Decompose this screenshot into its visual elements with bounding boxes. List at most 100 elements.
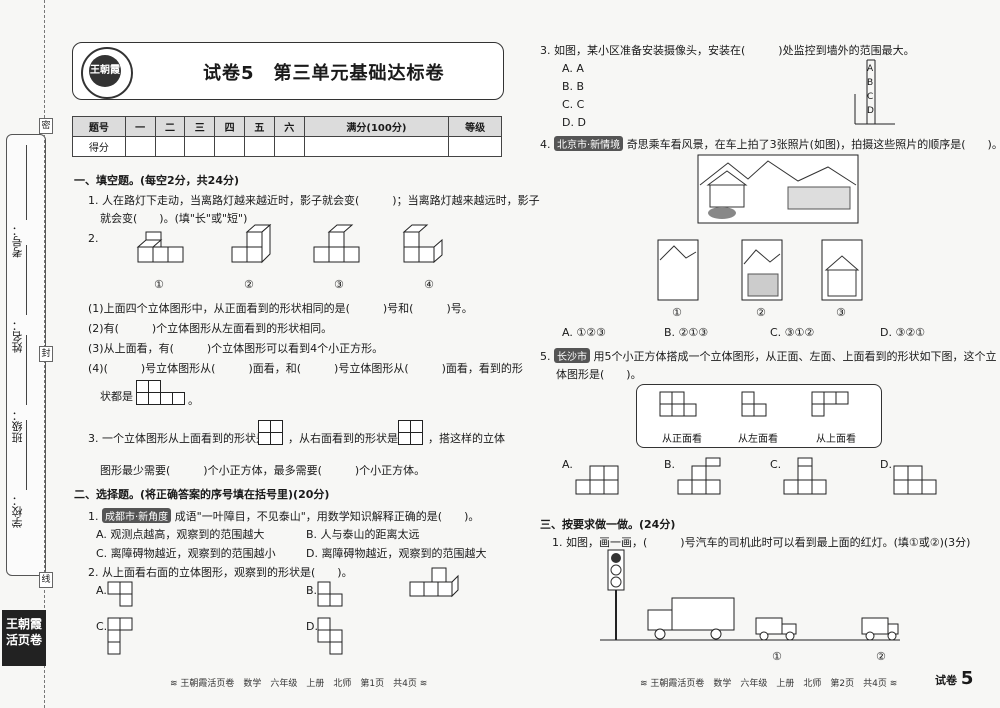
r-q3-opt-c: C. C xyxy=(562,98,585,111)
traffic-light-scene xyxy=(600,549,900,641)
s3-q1: 1. 如图，画一画，( )号汽车的司机此时可以看到最上面的红灯。(填①或②)(3… xyxy=(552,536,971,549)
r-q4-opt-c: C. ③①② xyxy=(770,326,815,339)
photo-label-1: ① xyxy=(672,306,682,319)
r-q5-b: 体图形是( )。 xyxy=(556,368,642,381)
s1-q3-c: ，搭这样的立体 xyxy=(428,432,505,445)
brand-badge: 王朝霞 活页卷 xyxy=(2,610,46,666)
photo-sequence xyxy=(657,239,863,301)
view-label-top: 从上面看 xyxy=(816,434,856,445)
r-q3-opt-b: B. B xyxy=(562,80,585,93)
school-line xyxy=(26,420,27,490)
car-label-1: ① xyxy=(772,650,782,663)
logo: 王朝霞 xyxy=(81,47,133,99)
brand-name: 王朝霞 xyxy=(5,617,42,631)
s1-q2-1: (1)上面四个立体图形中，从正面看到的形状相同的是( )号和( )号。 xyxy=(88,302,473,315)
s1-q1-line1: 1. 人在路灯下走动，当离路灯越来越近时，影子就会变( )；当离路灯越来越远时，… xyxy=(88,194,540,207)
s2-q2-opt-b: B. xyxy=(306,584,318,597)
class-line xyxy=(26,335,27,405)
car-label-2: ② xyxy=(876,650,886,663)
r-q3: 3. 如图，某小区准备安装摄像头，安装在( )处监控到墙外的范围最大。 xyxy=(540,44,915,57)
score-table: 题号 一 二 三 四 五 六 满分(100分) 等级 得分 xyxy=(72,116,502,157)
r-q5-opt-a: A. xyxy=(562,458,573,471)
r-q4: 4. 北京市·新情境 奇思乘车看风景，在车上拍了3张照片(如图)，拍摄这些照片的… xyxy=(540,136,1000,152)
s1-q3-d: 图形最少需要( )个小正方体，最多需要( )个小正方体。 xyxy=(100,464,426,477)
view-label-left: 从左面看 xyxy=(738,434,778,445)
s2-q1-text: 成语"一叶障目，不见泰山"，用数学知识解释正确的是( )。 xyxy=(174,510,480,523)
score-cell: 满分(100分) xyxy=(303,116,450,137)
region-tag: 长沙市 xyxy=(554,348,590,363)
region-tag: 成都市·新角度 xyxy=(102,508,172,523)
s2-q2: 2. 从上面看右面的立体图形，观察到的形状是( )。 xyxy=(88,566,353,579)
s2-q2-opt-a-shape xyxy=(107,581,133,607)
page-title: 试卷5 第三单元基础达标卷 xyxy=(203,63,445,84)
wall-camera-diagram xyxy=(854,59,895,125)
title-box: 王朝霞 试卷5 第三单元基础达标卷 xyxy=(72,42,504,100)
region-tag: 北京市·新情境 xyxy=(554,136,624,151)
figure-label-2: ② xyxy=(244,278,254,291)
score-cell: 二 xyxy=(154,116,186,137)
id-line xyxy=(26,145,27,220)
section3-heading: 三、按要求做一做。(24分) xyxy=(540,518,676,531)
s2-q1-opt-d: D. 离障碍物越近，观察到的范围越大 xyxy=(306,547,487,560)
view-cell xyxy=(410,432,423,445)
s2-q2-opt-d-shape xyxy=(317,617,343,655)
q5-option-solids xyxy=(575,457,937,495)
r-q3-opt-d: D. D xyxy=(562,116,586,129)
view-label-front: 从正面看 xyxy=(662,434,702,445)
figure-3 xyxy=(313,224,360,263)
s1-q2-2: (2)有( )个立体图形从左面看到的形状相同。 xyxy=(88,322,333,335)
score-cell[interactable] xyxy=(303,136,450,157)
photo-label-2: ② xyxy=(756,306,766,319)
mark-a: A xyxy=(867,64,874,74)
exam-number-badge: 试卷 5 xyxy=(935,668,973,689)
figure-2 xyxy=(231,223,272,264)
score-header-row: 题号 一 二 三 四 五 六 满分(100分) 等级 xyxy=(72,116,502,137)
r-q5-opt-d: D. xyxy=(880,458,892,471)
r-q5-opt-c: C. xyxy=(770,458,782,471)
score-cell: 五 xyxy=(244,116,275,137)
period: 。 xyxy=(188,394,199,407)
figure-label-3: ③ xyxy=(334,278,344,291)
seal-mark-mi: 密 xyxy=(39,118,53,134)
s2-q1-opt-b: B. 人与泰山的距离太远 xyxy=(306,528,420,541)
view-cell xyxy=(172,392,185,405)
r-q3-opt-a: A. A xyxy=(562,62,584,75)
badge-number: 5 xyxy=(960,668,974,689)
section2-heading: 二、选择题。(将正确答案的序号填在括号里)(20分) xyxy=(74,488,330,501)
s2-q2-opt-c: C. xyxy=(96,620,108,633)
name-line xyxy=(26,245,27,315)
mark-c: C xyxy=(867,92,874,102)
figure-label-1: ① xyxy=(154,278,164,291)
score-cell: 一 xyxy=(124,116,156,137)
score-cell[interactable] xyxy=(448,136,502,157)
footer-right: ≋ 王朝霞活页卷 数学 六年级 上册 北师 第2页 共4页 ≋ xyxy=(640,679,898,689)
s2-q1-opt-c: C. 离障碍物越近，观察到的范围越小 xyxy=(96,547,276,560)
s2-q2-opt-c-shape xyxy=(107,617,133,655)
brand-sub: 活页卷 xyxy=(5,633,42,647)
s1-q2-number: 2. xyxy=(88,232,99,245)
s1-q2-4: (4)( )号立体图形从( )面看，和( )号立体图形从( )面看，看到的形 xyxy=(88,362,523,375)
mark-d: D xyxy=(867,106,874,116)
view-cell xyxy=(270,432,283,445)
score-cell: 题号 xyxy=(72,116,126,137)
s1-q2-3: (3)从上面看，有( )个立体图形可以看到4个小正方形。 xyxy=(88,342,384,355)
s2-q2-solid xyxy=(409,567,459,598)
figure-label-4: ④ xyxy=(424,278,434,291)
figure-4 xyxy=(402,224,443,264)
mark-b: B xyxy=(867,78,874,88)
s2-q1: 1. 成都市·新角度 成语"一叶障目，不见泰山"，用数学知识解释正确的是( )。 xyxy=(88,508,480,523)
s2-q2-opt-b-shape xyxy=(317,581,343,607)
photo-label-3: ③ xyxy=(836,306,846,319)
r-q4-text: 奇思乘车看风景，在车上拍了3张照片(如图)，拍摄这些照片的顺序是( )。 xyxy=(626,138,1000,151)
r-q4-opt-b: B. ②①③ xyxy=(664,326,709,339)
three-views xyxy=(659,391,849,417)
s1-q2-4b: 状都是 xyxy=(100,390,133,403)
s2-q2-opt-a: A. xyxy=(96,584,107,597)
badge-label: 试卷 xyxy=(935,674,957,687)
seal-mark-xian: 线 xyxy=(39,572,53,588)
score-value-row: 得分 xyxy=(72,136,502,157)
score-cell: 等级 xyxy=(448,116,502,137)
r-q4-opt-d: D. ③②① xyxy=(880,326,926,339)
